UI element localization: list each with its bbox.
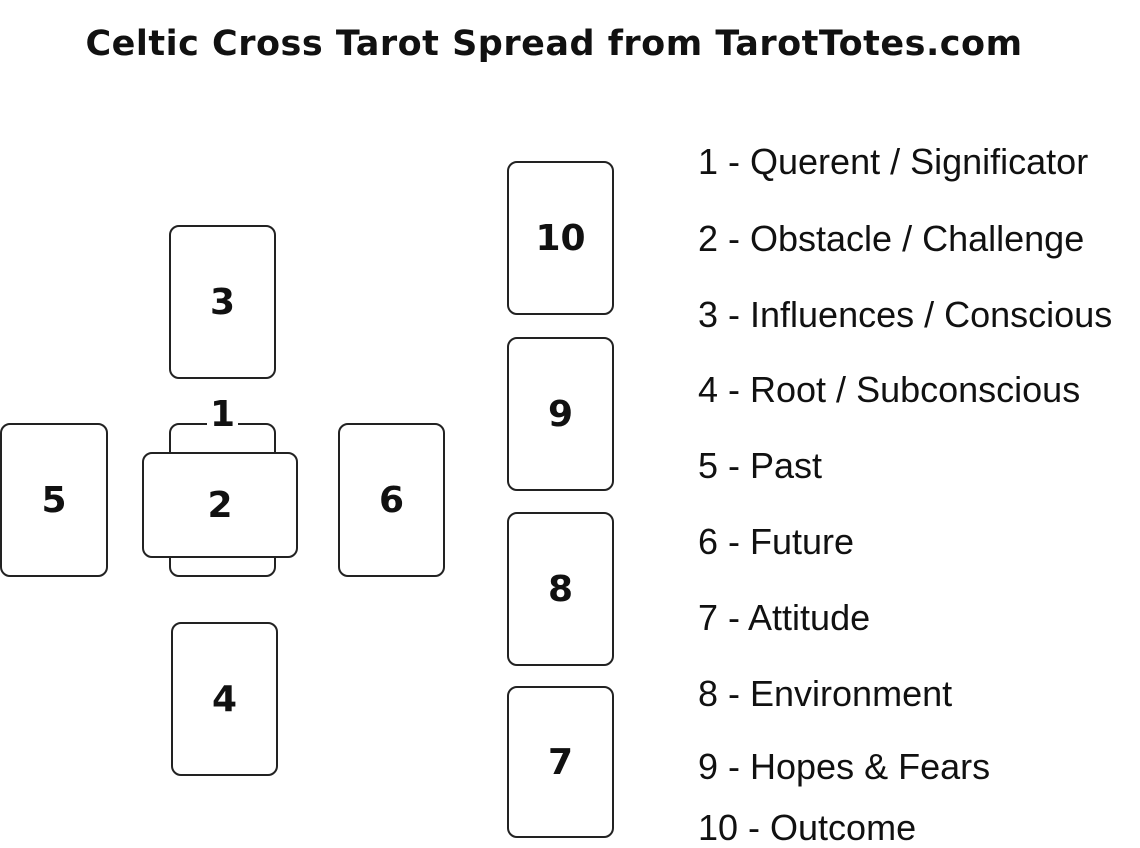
card-9-number: 9 — [547, 393, 574, 435]
card-10-number: 10 — [535, 217, 586, 259]
legend-item: 4 - Root / Subconscious — [698, 369, 1081, 410]
legend-item: 3 - Influences / Conscious — [698, 294, 1113, 335]
card-7-number: 7 — [547, 741, 574, 783]
legend-item: 5 - Past — [698, 445, 823, 486]
legend-item: 9 - Hopes & Fears — [698, 746, 991, 787]
card-4: 4 — [171, 622, 278, 776]
legend-item: 1 - Querent / Significator — [698, 141, 1089, 182]
card-5: 5 — [0, 423, 108, 577]
legend-item: 7 - Attitude — [698, 597, 871, 638]
card-8-number: 8 — [547, 568, 574, 610]
card-10: 10 — [507, 161, 614, 315]
card-4-number: 4 — [211, 678, 238, 720]
card-2: 2 — [142, 452, 298, 558]
diagram-title: Celtic Cross Tarot Spread from TarotTote… — [85, 24, 1023, 64]
card-6: 6 — [338, 423, 445, 577]
card-8: 8 — [507, 512, 614, 666]
card-3: 3 — [169, 225, 276, 379]
card-9: 9 — [507, 337, 614, 491]
legend-item: 8 - Environment — [698, 673, 953, 714]
card-1-number: 1 — [206, 397, 239, 433]
card-5-number: 5 — [41, 479, 67, 521]
card-2-number: 2 — [207, 484, 233, 526]
legend-item: 6 - Future — [698, 521, 855, 562]
card-3-number: 3 — [209, 281, 236, 323]
card-7: 7 — [507, 686, 614, 838]
card-6-number: 6 — [378, 479, 405, 521]
legend-item: 2 - Obstacle / Challenge — [698, 218, 1085, 259]
legend-item: 10 - Outcome — [698, 807, 917, 848]
